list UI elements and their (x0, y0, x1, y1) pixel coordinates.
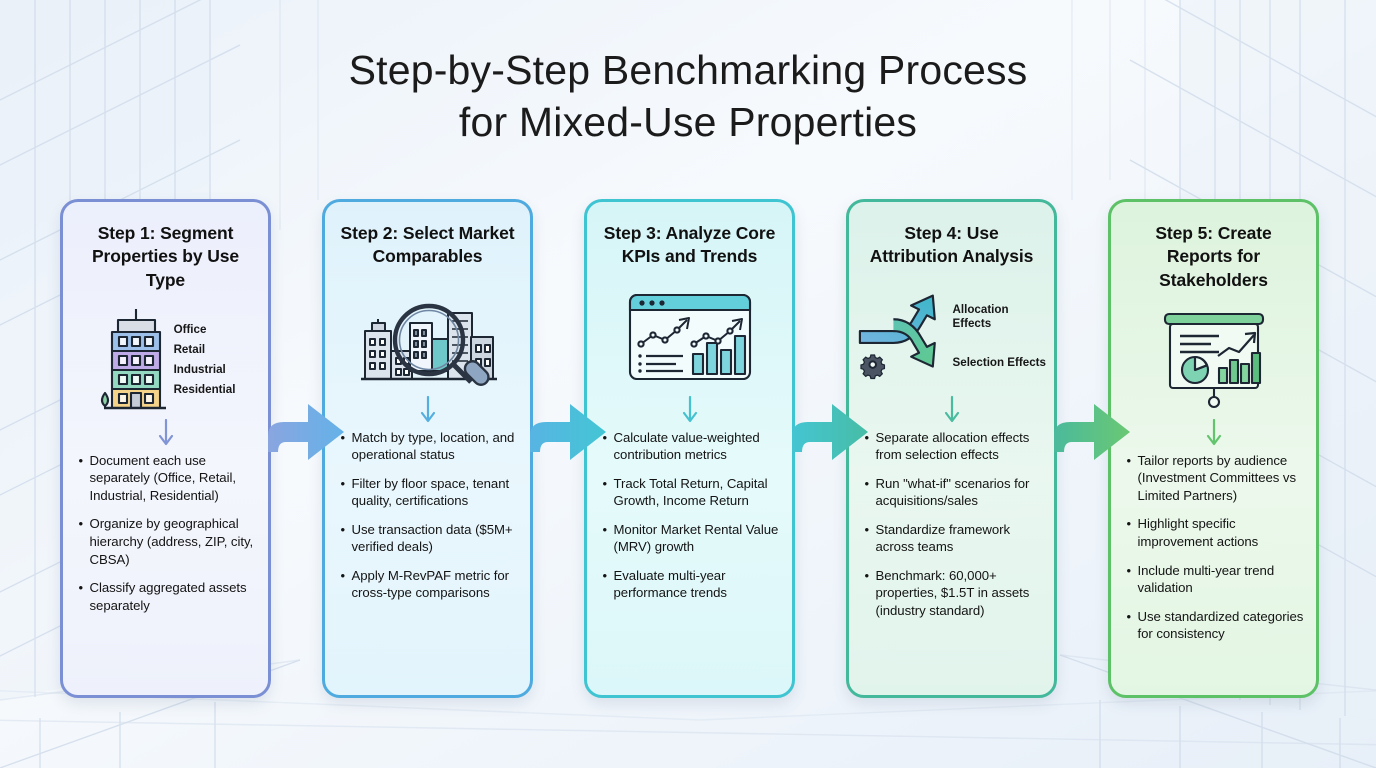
list-item: • Use transaction data ($5M+ verified dea… (341, 521, 519, 556)
legend-selection-effects: Selection Effects (952, 355, 1046, 369)
list-item: •Calculate value-weighted contribution m… (603, 429, 781, 464)
bullet-marker: • (340, 567, 346, 583)
use-type-legend: Office Retail Industrial Residential (174, 320, 236, 400)
list-item: • Filter by floor space, tenant quality, … (341, 475, 519, 510)
list-item: • Evaluate multi-year performance trends (603, 567, 781, 602)
bullet-text: Use standardized categories for consiste… (1137, 608, 1304, 642)
bullet-text: Tailor reports by audience (Investment C… (1137, 452, 1297, 503)
step-card-3-title: Step 3: Analyze Core KPIs and Trends (603, 223, 776, 267)
step-card-5-bullets: • Tailor reports by audience (Investment … (1119, 452, 1309, 654)
step-card-5-down-arrow (1205, 416, 1223, 450)
step-card-3-icon-zone (592, 281, 787, 393)
bullet-text: Standardize framework across teams (875, 521, 1011, 555)
step-card-1-down-arrow (157, 416, 175, 450)
steps-strip: Step 1: Segment Properties by Use Type (0, 199, 1376, 701)
connector-arrow-3-4 (792, 404, 868, 460)
bullet-text: Organize by geographical hierarchy (addr… (89, 516, 254, 567)
list-item: • Run "what-if" scenarios for acquisition… (865, 475, 1043, 510)
step-card-5-icon-zone (1116, 304, 1311, 416)
bullet-text: Classify aggregated assets separately (89, 580, 247, 613)
step-card-3-down-arrow (681, 393, 699, 427)
step-card-2-down-arrow (419, 393, 437, 427)
step-card-4-title: Step 4: Use Attribution Analysis (869, 223, 1034, 267)
bullet-marker: • (602, 475, 608, 491)
bullet-marker: • (1126, 562, 1132, 578)
segmented-building-icon (100, 308, 166, 410)
legend-industrial: Industrial (173, 362, 226, 376)
bullet-text: Evaluate multi-year performance trends (613, 567, 728, 601)
bullet-text: Document each use separately (Office, Re… (89, 452, 237, 503)
legend-office: Office (173, 322, 207, 336)
step-card-4-bullets: • Separate allocation effects from select… (857, 429, 1047, 631)
list-item: • Standardize framework across teams (865, 521, 1043, 556)
bullet-text: Calculate value-weighted contribution me… (613, 429, 760, 463)
connector-arrow-1-2 (268, 404, 344, 460)
page-title-line-1: Step-by-Step Benchmarking Process (348, 47, 1028, 93)
bullet-marker: • (1126, 516, 1132, 532)
step-card-5[interactable]: Step 5: Create Reports for Stakeholders (1108, 199, 1319, 698)
list-item: •Tailor reports by audience (Investment … (1127, 452, 1305, 505)
bullet-marker: • (602, 567, 608, 583)
step-card-1[interactable]: Step 1: Segment Properties by Use Type (60, 199, 271, 698)
bullet-text: Benchmark: 60,000+ properties, $1.5T in … (875, 567, 1030, 618)
legend-retail: Retail (173, 342, 206, 356)
page-title-line-2: for Mixed-Use Properties (458, 99, 918, 146)
bullet-marker: • (864, 521, 870, 537)
bullet-marker: • (1126, 608, 1132, 624)
list-item: •Separate allocation effects from select… (865, 429, 1043, 464)
bullet-marker: • (864, 567, 870, 583)
step-card-1-title: Step 1: Segment Properties by Use Type (91, 223, 240, 290)
list-item: • Track Total Return, Capital Growth, Inc… (603, 475, 781, 510)
analytics-dashboard-icon (628, 293, 751, 380)
list-item: • Document each use separately (Office, R… (79, 452, 257, 505)
bullet-text: Highlight specific improvement actions (1137, 516, 1259, 549)
step-card-5-title: Step 5: Create Reports for Stakeholders (1155, 223, 1272, 290)
legend-allocation-effects: Allocation Effects (952, 302, 1009, 331)
bullet-text: Monitor Market Rental Value (MRV) growth (613, 521, 779, 555)
connector-arrow-2-3 (530, 404, 606, 460)
presentation-report-icon (1163, 312, 1264, 408)
bullet-marker: • (78, 452, 84, 468)
attribution-legend: Allocation Effects Selection Effects (953, 291, 1049, 383)
split-arrow-attribution-icon (858, 294, 936, 379)
bullet-marker: • (864, 475, 870, 491)
list-item: • Benchmark: 60,000+ properties, $1.5T in… (865, 567, 1043, 620)
step-card-4-icon-zone: Allocation Effects Selection Effects (854, 281, 1049, 393)
step-card-2[interactable]: Step 2: Select Market Comparables (322, 199, 533, 698)
step-card-1-icon-zone: Office Retail Industrial Residential (68, 304, 263, 416)
list-item: • Organize by geographical hierarchy (add… (79, 515, 257, 568)
step-card-1-bullets: • Document each use separately (Office, R… (71, 452, 261, 625)
list-item: • Apply M-RevPAF metric for cross-type co… (341, 567, 519, 602)
list-item: • Classify aggregated assets separately (79, 579, 257, 614)
bullet-text: Include multi-year trend validation (1137, 562, 1275, 596)
bullet-text: Match by type, location, and operational… (351, 429, 515, 463)
list-item: • Include multi-year trend validation (1127, 562, 1305, 597)
legend-residential: Residential (173, 382, 236, 396)
magnifier-over-buildings-icon (360, 303, 497, 386)
page-title: Step-by-Step Benchmarking Process for Mi… (0, 44, 1376, 149)
bullet-marker: • (340, 521, 346, 537)
bullet-marker: • (78, 516, 84, 532)
list-item: • Monitor Market Rental Value (MRV) growt… (603, 521, 781, 556)
step-card-4[interactable]: Step 4: Use Attribution Analysis (846, 199, 1057, 698)
bullet-text: Run "what-if" scenarios for acquisitions… (875, 475, 1030, 509)
bullet-text: Apply M-RevPAF metric for cross-type com… (351, 567, 510, 601)
bullet-marker: • (340, 475, 346, 491)
bullet-marker: • (602, 521, 608, 537)
bullet-text: Use transaction data ($5M+ verified deal… (351, 521, 513, 555)
bullet-text: Separate allocation effects from selecti… (875, 429, 1030, 463)
bullet-marker: • (78, 580, 84, 596)
list-item: • Highlight specific improvement actions (1127, 515, 1305, 550)
bullet-text: Filter by floor space, tenant quality, c… (351, 475, 510, 509)
step-card-2-icon-zone (330, 281, 525, 393)
list-item: •Match by type, location, and operationa… (341, 429, 519, 464)
step-card-4-down-arrow (943, 393, 961, 427)
step-card-3-bullets: • Calculate value-weighted contribution m… (595, 429, 785, 613)
step-card-2-title: Step 2: Select Market Comparables (340, 223, 515, 267)
connector-arrow-4-5 (1054, 404, 1130, 460)
step-card-3[interactable]: Step 3: Analyze Core KPIs and Trends (584, 199, 795, 698)
step-card-2-bullets: • Match by type, location, and operationa… (333, 429, 523, 613)
list-item: • Use standardized categories for consist… (1127, 608, 1305, 643)
bullet-text: Track Total Return, Capital Growth, Inco… (613, 475, 768, 509)
